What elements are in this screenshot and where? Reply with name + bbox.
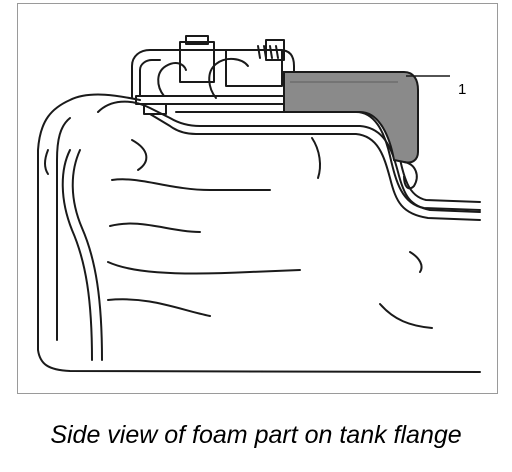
hose-lower bbox=[175, 111, 481, 211]
callout-number-1: 1 bbox=[458, 81, 466, 98]
fold-5 bbox=[107, 261, 301, 275]
connector-right bbox=[225, 49, 283, 87]
flange-inner bbox=[139, 59, 161, 97]
fold-7 bbox=[379, 303, 433, 329]
fold-2 bbox=[111, 178, 271, 191]
coupling-head bbox=[265, 39, 285, 61]
coupling-spring bbox=[257, 45, 279, 59]
hose-loop-left bbox=[157, 62, 187, 97]
figure-caption: Side view of foam part on tank flange bbox=[50, 421, 462, 449]
tank-top-skin-inner bbox=[149, 113, 481, 221]
side-tube-outer bbox=[61, 149, 93, 361]
flange-foot bbox=[143, 103, 167, 115]
connector-left-cap bbox=[185, 35, 209, 45]
foam-part-lip bbox=[403, 161, 418, 190]
foam-part bbox=[283, 71, 419, 164]
connector-left bbox=[179, 41, 215, 83]
fold-3 bbox=[311, 137, 321, 179]
hose-upper bbox=[169, 103, 481, 203]
hose-loop-right bbox=[208, 58, 249, 99]
tank-outline bbox=[37, 93, 481, 373]
figure-frame bbox=[17, 3, 498, 394]
tank-inner-contour bbox=[56, 117, 71, 341]
tank-illustration: 1 bbox=[37, 35, 481, 373]
fold-4 bbox=[109, 222, 201, 233]
side-tube-inner bbox=[71, 149, 103, 361]
fold-6 bbox=[107, 298, 211, 317]
fold-8 bbox=[409, 251, 423, 273]
tube-clip bbox=[44, 149, 49, 175]
fold-1 bbox=[131, 139, 148, 171]
